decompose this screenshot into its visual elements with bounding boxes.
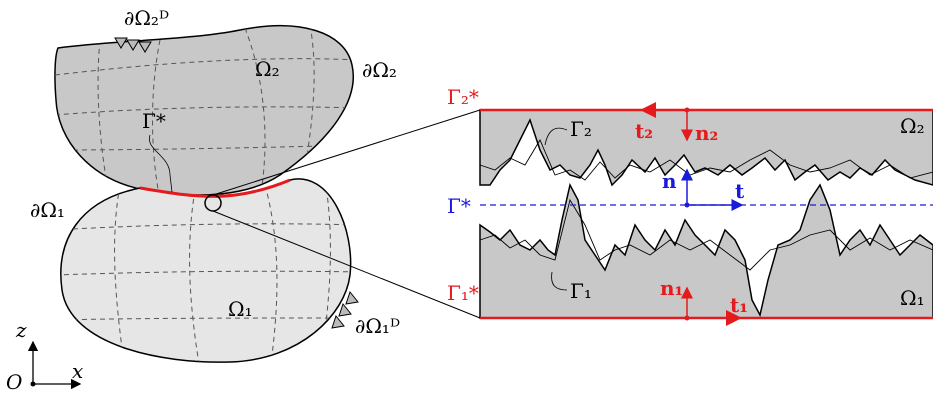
label-t1: t₁ bbox=[730, 293, 748, 317]
label-n: n bbox=[662, 169, 677, 193]
surface-bottom-secondary bbox=[479, 198, 933, 271]
label-gamma2: Γ₂ bbox=[570, 117, 592, 141]
label-t: t bbox=[735, 179, 745, 203]
gamma-star-leader bbox=[149, 134, 173, 193]
label-gamma-star-right: Γ* bbox=[447, 194, 471, 218]
label-omega2: Ω₂ bbox=[255, 57, 280, 81]
label-gamma1: Γ₁ bbox=[570, 279, 592, 303]
label-t2: t₂ bbox=[635, 119, 653, 143]
surface-top-secondary bbox=[479, 139, 933, 181]
body-omega1 bbox=[60, 178, 352, 363]
label-axis-x: x bbox=[72, 359, 83, 383]
zoom-panel bbox=[479, 102, 933, 326]
coordinate-axes bbox=[27, 340, 82, 390]
label-dirichlet-omega1: ∂Ω₁ᴰ bbox=[355, 314, 400, 338]
gamma1-leader bbox=[551, 271, 568, 291]
zoom-line-bottom bbox=[212, 210, 481, 319]
contact-interface-left bbox=[139, 178, 291, 198]
label-gamma-star-left: Γ* bbox=[142, 109, 166, 133]
gamma2-leader bbox=[544, 127, 568, 146]
label-origin: O bbox=[6, 370, 22, 394]
label-dirichlet-omega2: ∂Ω₂ᴰ bbox=[124, 6, 169, 30]
zoom-line-top bbox=[212, 109, 481, 196]
label-gamma1-star: Γ₁* bbox=[447, 281, 479, 305]
body-omega2 bbox=[54, 25, 354, 196]
dirichlet-support-bottom bbox=[331, 290, 359, 329]
label-n1: n₁ bbox=[660, 276, 683, 300]
label-omega1: Ω₁ bbox=[228, 297, 253, 321]
label-axis-z: z bbox=[15, 318, 27, 342]
label-boundary-omega1: ∂Ω₁ bbox=[30, 198, 65, 222]
label-n2: n₂ bbox=[695, 121, 718, 145]
label-omega1-right: Ω₁ bbox=[900, 286, 925, 310]
label-gamma2-star: Γ₂* bbox=[447, 85, 479, 109]
label-omega2-right: Ω₂ bbox=[900, 114, 925, 138]
label-boundary-omega2: ∂Ω₂ bbox=[362, 58, 397, 82]
dirichlet-support-top bbox=[114, 37, 152, 53]
